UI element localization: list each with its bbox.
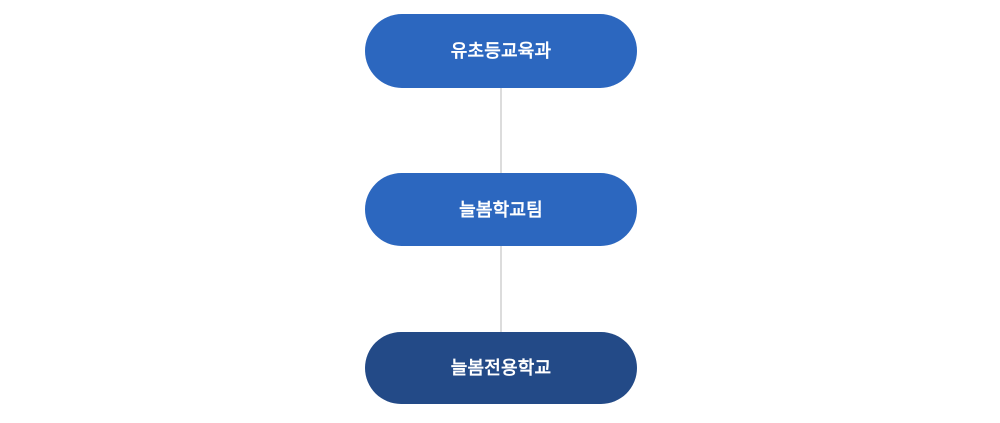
org-node-team-label: 늘봄학교팀	[459, 199, 543, 220]
connector-line-node2-node3	[500, 238, 502, 339]
org-node-team[interactable]: 늘봄학교팀	[365, 173, 637, 246]
org-node-department-label: 유초등교육과	[450, 41, 552, 61]
org-node-school-label: 늘봄전용학교	[450, 358, 552, 378]
org-node-school[interactable]: 늘봄전용학교	[365, 332, 637, 404]
org-node-department[interactable]: 유초등교육과	[365, 14, 637, 88]
connector-line-node1-node2	[500, 80, 502, 180]
